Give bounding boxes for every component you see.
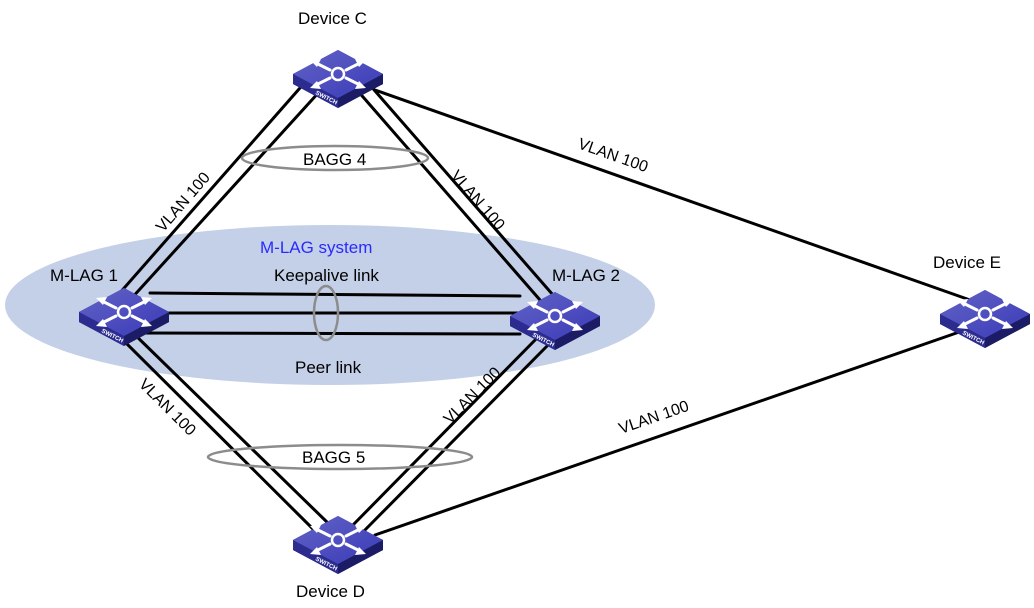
vlan-label-c-mlag2: VLAN 100 — [447, 167, 508, 233]
device-d-label: Device D — [296, 582, 365, 601]
cable-device-d-device-e — [373, 328, 967, 537]
cable-device-c-mlag2 — [348, 74, 555, 302]
mlag-system-title: M-LAG system — [260, 238, 372, 257]
device-c-label: Device C — [298, 9, 367, 28]
device-c-switch-icon[interactable] — [291, 48, 385, 110]
bagg5-bundle — [206, 443, 474, 471]
vlan-label-mlag1-c: VLAN 100 — [153, 169, 214, 235]
device-e-label: Device E — [933, 253, 1001, 272]
cable-mlag1-device-d — [116, 328, 332, 532]
mlag1-label: M-LAG 1 — [50, 266, 118, 285]
mlag-system-area — [5, 225, 655, 385]
bagg5-label: BAGG 5 — [302, 448, 365, 467]
cable-mlag1-device-c — [116, 70, 332, 302]
vlan-label-c-e: VLAN 100 — [576, 136, 651, 176]
peer-link-bundle — [312, 284, 340, 342]
cable-device-c-device-e — [373, 88, 972, 302]
bagg4-label: BAGG 4 — [303, 150, 366, 169]
peer-link-label: Peer link — [295, 358, 362, 377]
device-e-switch-icon[interactable] — [938, 288, 1032, 350]
vlan-label-d-e: VLAN 100 — [617, 398, 692, 438]
bagg4-bundle — [240, 144, 430, 172]
mlag2-label: M-LAG 2 — [552, 266, 620, 285]
keepalive-link-label: Keepalive link — [274, 266, 379, 285]
cable-mlag2-device-d — [348, 333, 555, 535]
